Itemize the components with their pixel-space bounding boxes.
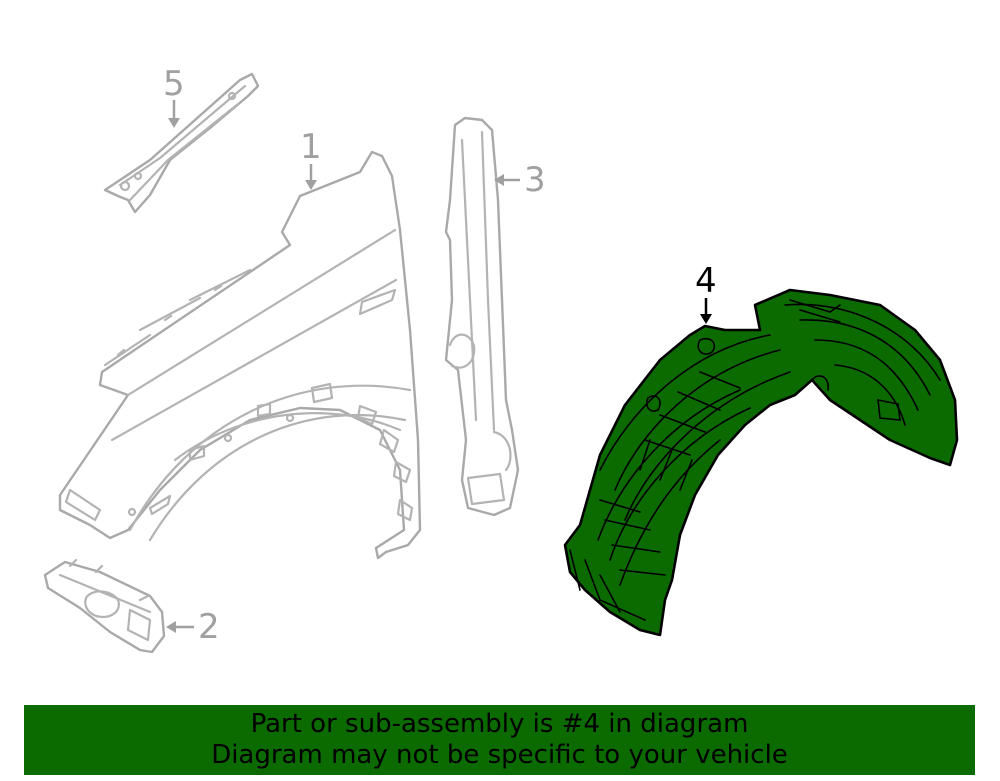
- callout-5: 5: [163, 64, 185, 104]
- callout-2-arrow: [166, 621, 176, 633]
- callout-3-arrow: [494, 174, 504, 186]
- part-4-fender-liner[interactable]: [563, 288, 959, 637]
- part-3-panel[interactable]: [444, 116, 520, 517]
- callout-1: 1: [300, 127, 322, 167]
- banner-line-1: Part or sub-assembly is #4 in diagram: [250, 709, 749, 739]
- callout-4-arrow: [700, 314, 712, 324]
- callout-5-arrow: [168, 118, 180, 128]
- info-banner: Part or sub-assembly is #4 in diagram Di…: [24, 705, 975, 775]
- part-5-bracket[interactable]: [103, 72, 260, 214]
- part-1-fender[interactable]: [58, 150, 422, 560]
- callout-2: 2: [198, 607, 220, 647]
- parts-diagram: 5 1 3: [43, 64, 959, 654]
- banner-line-2: Diagram may not be specific to your vehi…: [211, 740, 788, 770]
- part-2-bracket[interactable]: [43, 558, 166, 654]
- callout-4: 4: [695, 261, 717, 301]
- callout-1-arrow: [305, 180, 317, 190]
- callout-3: 3: [524, 160, 546, 200]
